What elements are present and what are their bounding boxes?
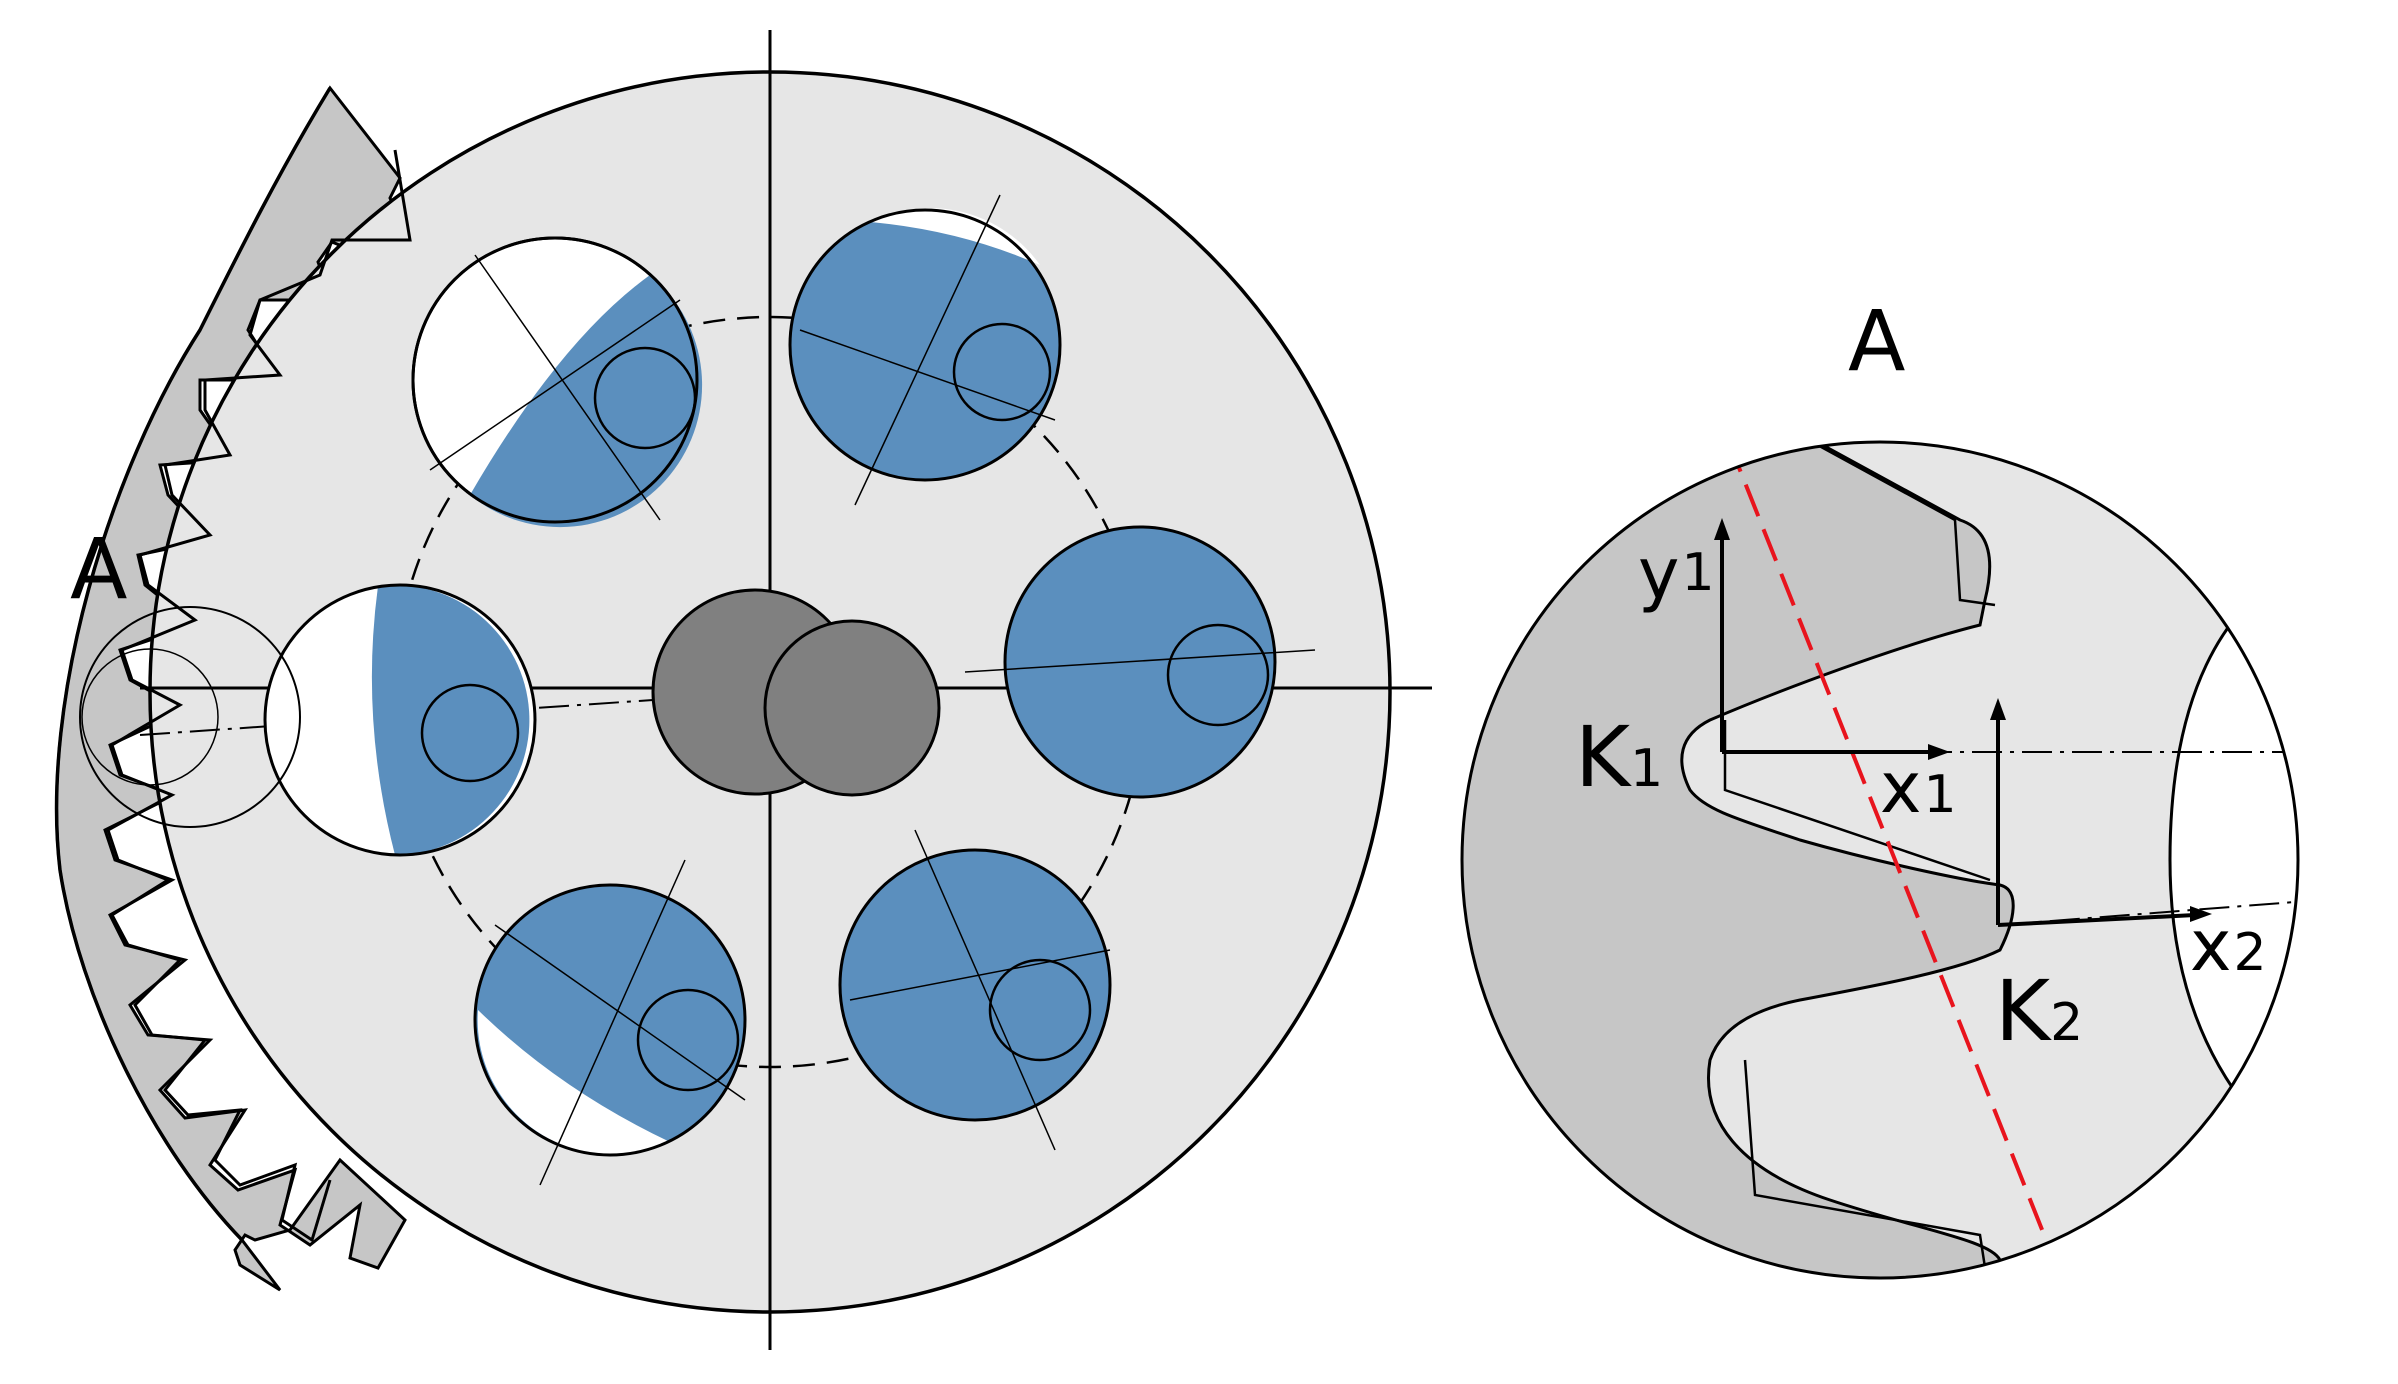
detail-title: A <box>1848 292 1905 390</box>
ball-pocket-top-right <box>788 194 1062 506</box>
detail-tooth-outline-top <box>1789 442 1996 607</box>
detail-circle-border <box>1460 440 2300 1280</box>
detail-tooth-outline-mid <box>1723 720 1991 882</box>
detail-view: A <box>1460 292 2300 1280</box>
main-view: A <box>54 30 1432 1350</box>
detail-marker-inner <box>81 648 219 786</box>
ball-pocket-bottom-right <box>838 829 1112 1151</box>
gear-teeth <box>106 149 412 1243</box>
point-k2-label: K2 <box>1995 962 2083 1060</box>
coord-system-1 <box>1714 518 1950 760</box>
axis-x2-label: x2 <box>2190 905 2267 987</box>
ball-pocket-middle-right <box>964 525 1316 799</box>
ball-pocket-bottom-left <box>473 859 747 1186</box>
detail-marker-label: A <box>70 520 127 618</box>
coord-system-2 <box>1990 698 2212 927</box>
detail-guide-line <box>1726 442 2072 1278</box>
ball-pocket-middle-left <box>263 583 537 857</box>
detail-marker-circle <box>79 606 301 828</box>
ball-pocket-top-left <box>411 236 703 528</box>
gear-sector-back <box>54 87 332 1242</box>
axis-y1-label: y1 <box>1638 533 1715 615</box>
axis-x1-label: x1 <box>1880 747 1957 829</box>
point-k1-label: K1 <box>1575 708 1663 806</box>
hub-circle-front <box>763 619 941 797</box>
